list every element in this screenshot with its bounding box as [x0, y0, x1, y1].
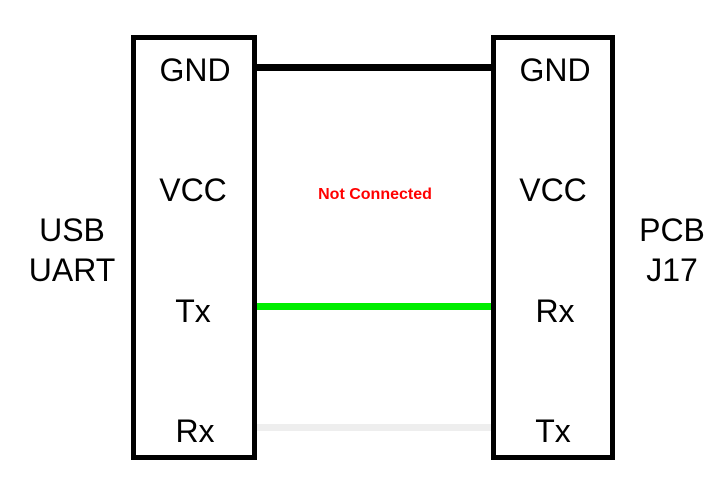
- rx-tx-wire: [255, 424, 495, 431]
- pcb-j17-label-line2: J17: [646, 252, 698, 288]
- pcb-j17-pin-gnd: GND: [519, 52, 591, 88]
- pcb-j17-connector: [491, 35, 615, 460]
- usb-uart-label: USB UART: [29, 210, 116, 290]
- usb-uart-pin-gnd: GND: [159, 52, 231, 88]
- usb-uart-label-line1: USB: [39, 212, 105, 248]
- tx-rx-wire: [255, 303, 495, 310]
- gnd-wire: [255, 64, 495, 71]
- pcb-j17-pin-tx: Tx: [535, 413, 571, 449]
- usb-uart-pin-rx: Rx: [175, 413, 215, 449]
- usb-uart-connector: [131, 35, 257, 460]
- pcb-j17-label-line1: PCB: [639, 212, 705, 248]
- usb-uart-pin-vcc: VCC: [159, 172, 227, 208]
- pcb-j17-pin-rx: Rx: [535, 293, 575, 329]
- pcb-j17-pin-vcc: VCC: [519, 172, 587, 208]
- pcb-j17-label: PCB J17: [639, 210, 705, 290]
- not-connected-note: Not Connected: [318, 186, 432, 203]
- usb-uart-label-line2: UART: [28, 252, 116, 288]
- usb-uart-pin-tx: Tx: [175, 293, 211, 329]
